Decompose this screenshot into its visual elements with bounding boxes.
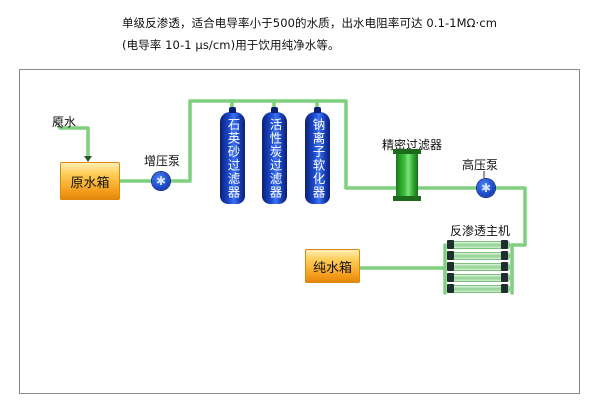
activated-carbon-filter: 活性炭过滤器 xyxy=(262,107,287,204)
booster-pump-label: 增压泵 xyxy=(144,154,181,168)
activated-carbon-filter-label: 活性炭过滤器 xyxy=(267,118,283,199)
arrow-down-icon xyxy=(84,156,92,162)
ro-unit-label: 反渗透主机 xyxy=(450,224,511,238)
ro-end-cap xyxy=(501,273,508,282)
pure-water-tank: 纯水箱 xyxy=(305,249,360,283)
pipe-quartz-to-carbon-filter xyxy=(230,99,276,114)
ro-end-cap xyxy=(447,273,454,282)
ro-end-cap xyxy=(447,262,454,271)
raw-water-tank: 原水箱 xyxy=(60,162,120,200)
quartz-sand-filter-label: 石英砂过滤器 xyxy=(225,118,241,199)
description-line-1: 单级反渗透，适合电导率小于500的水质，出水电阻率可达 0.1-1MΩ·cm xyxy=(122,16,498,30)
precision-filter-icon xyxy=(393,149,421,201)
pure-water-tank-label: 纯水箱 xyxy=(312,260,352,276)
ro-end-cap xyxy=(447,251,454,260)
sodium-softener: 钠离子软化器 xyxy=(305,107,330,204)
quartz-sand-filter: 石英砂过滤器 xyxy=(220,107,245,204)
ro-end-cap xyxy=(501,262,508,271)
sodium-softener-label: 钠离子软化器 xyxy=(310,118,326,199)
ro-end-cap xyxy=(447,284,454,293)
ro-end-cap xyxy=(501,284,508,293)
booster-pump-icon xyxy=(152,172,170,190)
pipe-carbon-to-softener xyxy=(272,99,319,114)
pipe-hp-pump-to-ro-unit xyxy=(493,186,527,247)
pipe-softener-to-precision-filter xyxy=(315,99,398,190)
description-text: 单级反渗透，适合电导率小于500的水质，出水电阻率可达 0.1-1MΩ·cm (… xyxy=(122,12,592,56)
ro-end-cap xyxy=(501,251,508,260)
pipe-raw-water-feed xyxy=(58,126,90,160)
raw-water-pointer-line xyxy=(53,120,63,129)
ro-end-cap xyxy=(447,240,454,249)
ro-end-cap xyxy=(501,240,508,249)
high-pressure-pump-label: 高压泵 xyxy=(462,158,499,172)
raw-water-label: 原水 xyxy=(52,115,77,129)
diagram-panel xyxy=(19,69,580,394)
description-line-2: (电导率 10-1 μs/cm)用于饮用纯净水等。 xyxy=(122,38,340,52)
raw-water-tank-label: 原水箱 xyxy=(70,175,110,191)
precision-filter-label: 精密过滤器 xyxy=(382,138,443,152)
high-pressure-pump-icon xyxy=(477,179,495,197)
pipe-booster-to-quartz-filter xyxy=(168,99,234,183)
